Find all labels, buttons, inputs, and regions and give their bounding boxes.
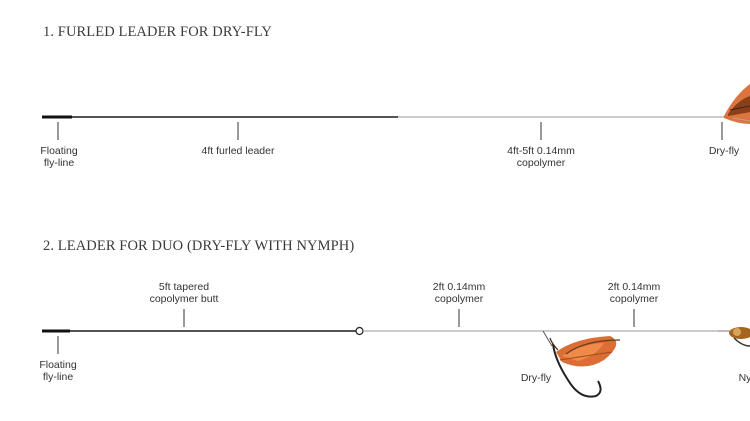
dry-fly-icon xyxy=(724,84,750,124)
label-dry-fly-1: Dry-fly xyxy=(709,145,739,157)
label-line: 5ft tapered xyxy=(158,281,210,293)
label-line: 4ft furled leader xyxy=(201,145,275,157)
dry-fly-hook-icon xyxy=(542,330,621,398)
label-copolymer-2a: 2ft 0.14mm copolymer xyxy=(433,281,486,305)
connection-ring xyxy=(355,326,364,336)
label-furled-leader: 4ft furled leader xyxy=(202,145,275,157)
label-dry-fly-2: Dry-fly xyxy=(521,372,551,384)
section-2-title: 2. LEADER FOR DUO (DRY-FLY WITH NYMPH) xyxy=(43,238,355,254)
label-line: Dry-fly xyxy=(708,145,740,157)
label-line: 2ft 0.14mm xyxy=(432,281,486,293)
label-line: copolymer xyxy=(434,293,484,305)
label-copolymer-1: 4ft-5ft 0.14mm copolymer xyxy=(507,145,575,169)
label-line: Ny xyxy=(738,372,750,384)
label-floating-fly-line-1: Floating fly-line xyxy=(40,145,77,169)
label-line: copolymer xyxy=(516,157,566,169)
label-line: Floating xyxy=(39,359,77,371)
label-tapered-butt: 5ft tapered copolymer butt xyxy=(150,281,219,305)
section-1-title: 1. FURLED LEADER FOR DRY-FLY xyxy=(43,24,272,40)
label-line: 2ft 0.14mm xyxy=(607,281,661,293)
label-nymph: Ny xyxy=(739,372,750,384)
label-line: copolymer xyxy=(609,293,659,305)
label-copolymer-2b: 2ft 0.14mm copolymer xyxy=(608,281,661,305)
label-line: fly-line xyxy=(43,157,75,169)
nymph-icon xyxy=(718,327,750,347)
label-line: Dry-fly xyxy=(520,372,552,384)
label-floating-fly-line-2: Floating fly-line xyxy=(39,359,76,383)
label-line: 4ft-5ft 0.14mm xyxy=(507,145,575,157)
label-line: copolymer butt xyxy=(149,293,219,305)
label-line: fly-line xyxy=(42,371,74,383)
label-line: Floating xyxy=(40,145,78,157)
